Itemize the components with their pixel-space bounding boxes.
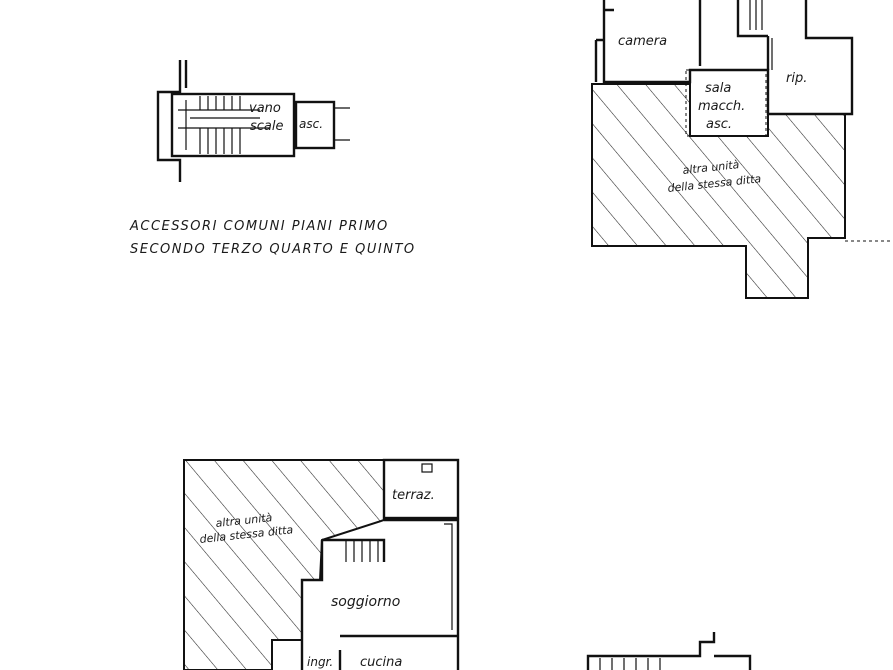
lower-inner-wall [444, 523, 453, 630]
lift-shaft [294, 100, 336, 150]
stair-treads [178, 96, 270, 154]
stairwell-outline [170, 92, 296, 158]
lower-stair-lines [345, 540, 379, 562]
lower-plan: terraz. altra unità della stessa ditta s… [183, 458, 460, 670]
upper-bedroom-wall [594, 8, 614, 82]
lift-label: asc. [299, 117, 323, 131]
upper-interior-walls [698, 0, 770, 70]
stairwell-label-2: scale [250, 119, 284, 134]
lower-left-walls [300, 538, 386, 670]
upper-plan: camera sala macch. asc. rip. altra unità… [591, 0, 893, 299]
upper-stair-lines [749, 0, 763, 30]
lower-other-unit-label-1: altra unità [215, 511, 273, 530]
machine-room-label-2: macch. [698, 99, 745, 114]
entrance-label: ingr. [307, 655, 333, 669]
stair-outer-wall [156, 60, 182, 182]
terrace-outline [382, 458, 460, 520]
upper-wall-segment [771, 0, 807, 70]
stairwell-label-1: vano [249, 101, 281, 116]
bottom-right-partial-plan [586, 632, 752, 670]
lower-right-wall [384, 518, 460, 670]
caption-line-1: ACCESSORI COMUNI PIANI PRIMO [129, 219, 389, 234]
terrace-fixture [421, 463, 433, 473]
bedroom-label: camera [618, 34, 667, 49]
terrace-label: terraz. [392, 488, 435, 503]
caption-line-2: SECONDO TERZO QUARTO E QUINTO [130, 242, 416, 257]
storage-label: rip. [786, 71, 807, 86]
partial-plan-walls [586, 632, 752, 670]
machine-room-label-1: sala [705, 81, 731, 96]
lower-other-unit-area [183, 459, 385, 670]
stair-detail: vano scale asc. [156, 60, 350, 182]
living-room-label: soggiorno [331, 594, 400, 610]
partial-plan-stair-lines [599, 658, 661, 670]
machine-room-outline [685, 69, 767, 137]
upper-wall-edge [845, 38, 853, 115]
upper-outer-walls [602, 0, 854, 116]
upper-other-unit-label-1: altra unità [682, 158, 740, 177]
kitchen-label: cucina [360, 655, 402, 670]
lift-wall-stub [334, 107, 350, 141]
machine-room-label-3: asc. [706, 117, 732, 132]
